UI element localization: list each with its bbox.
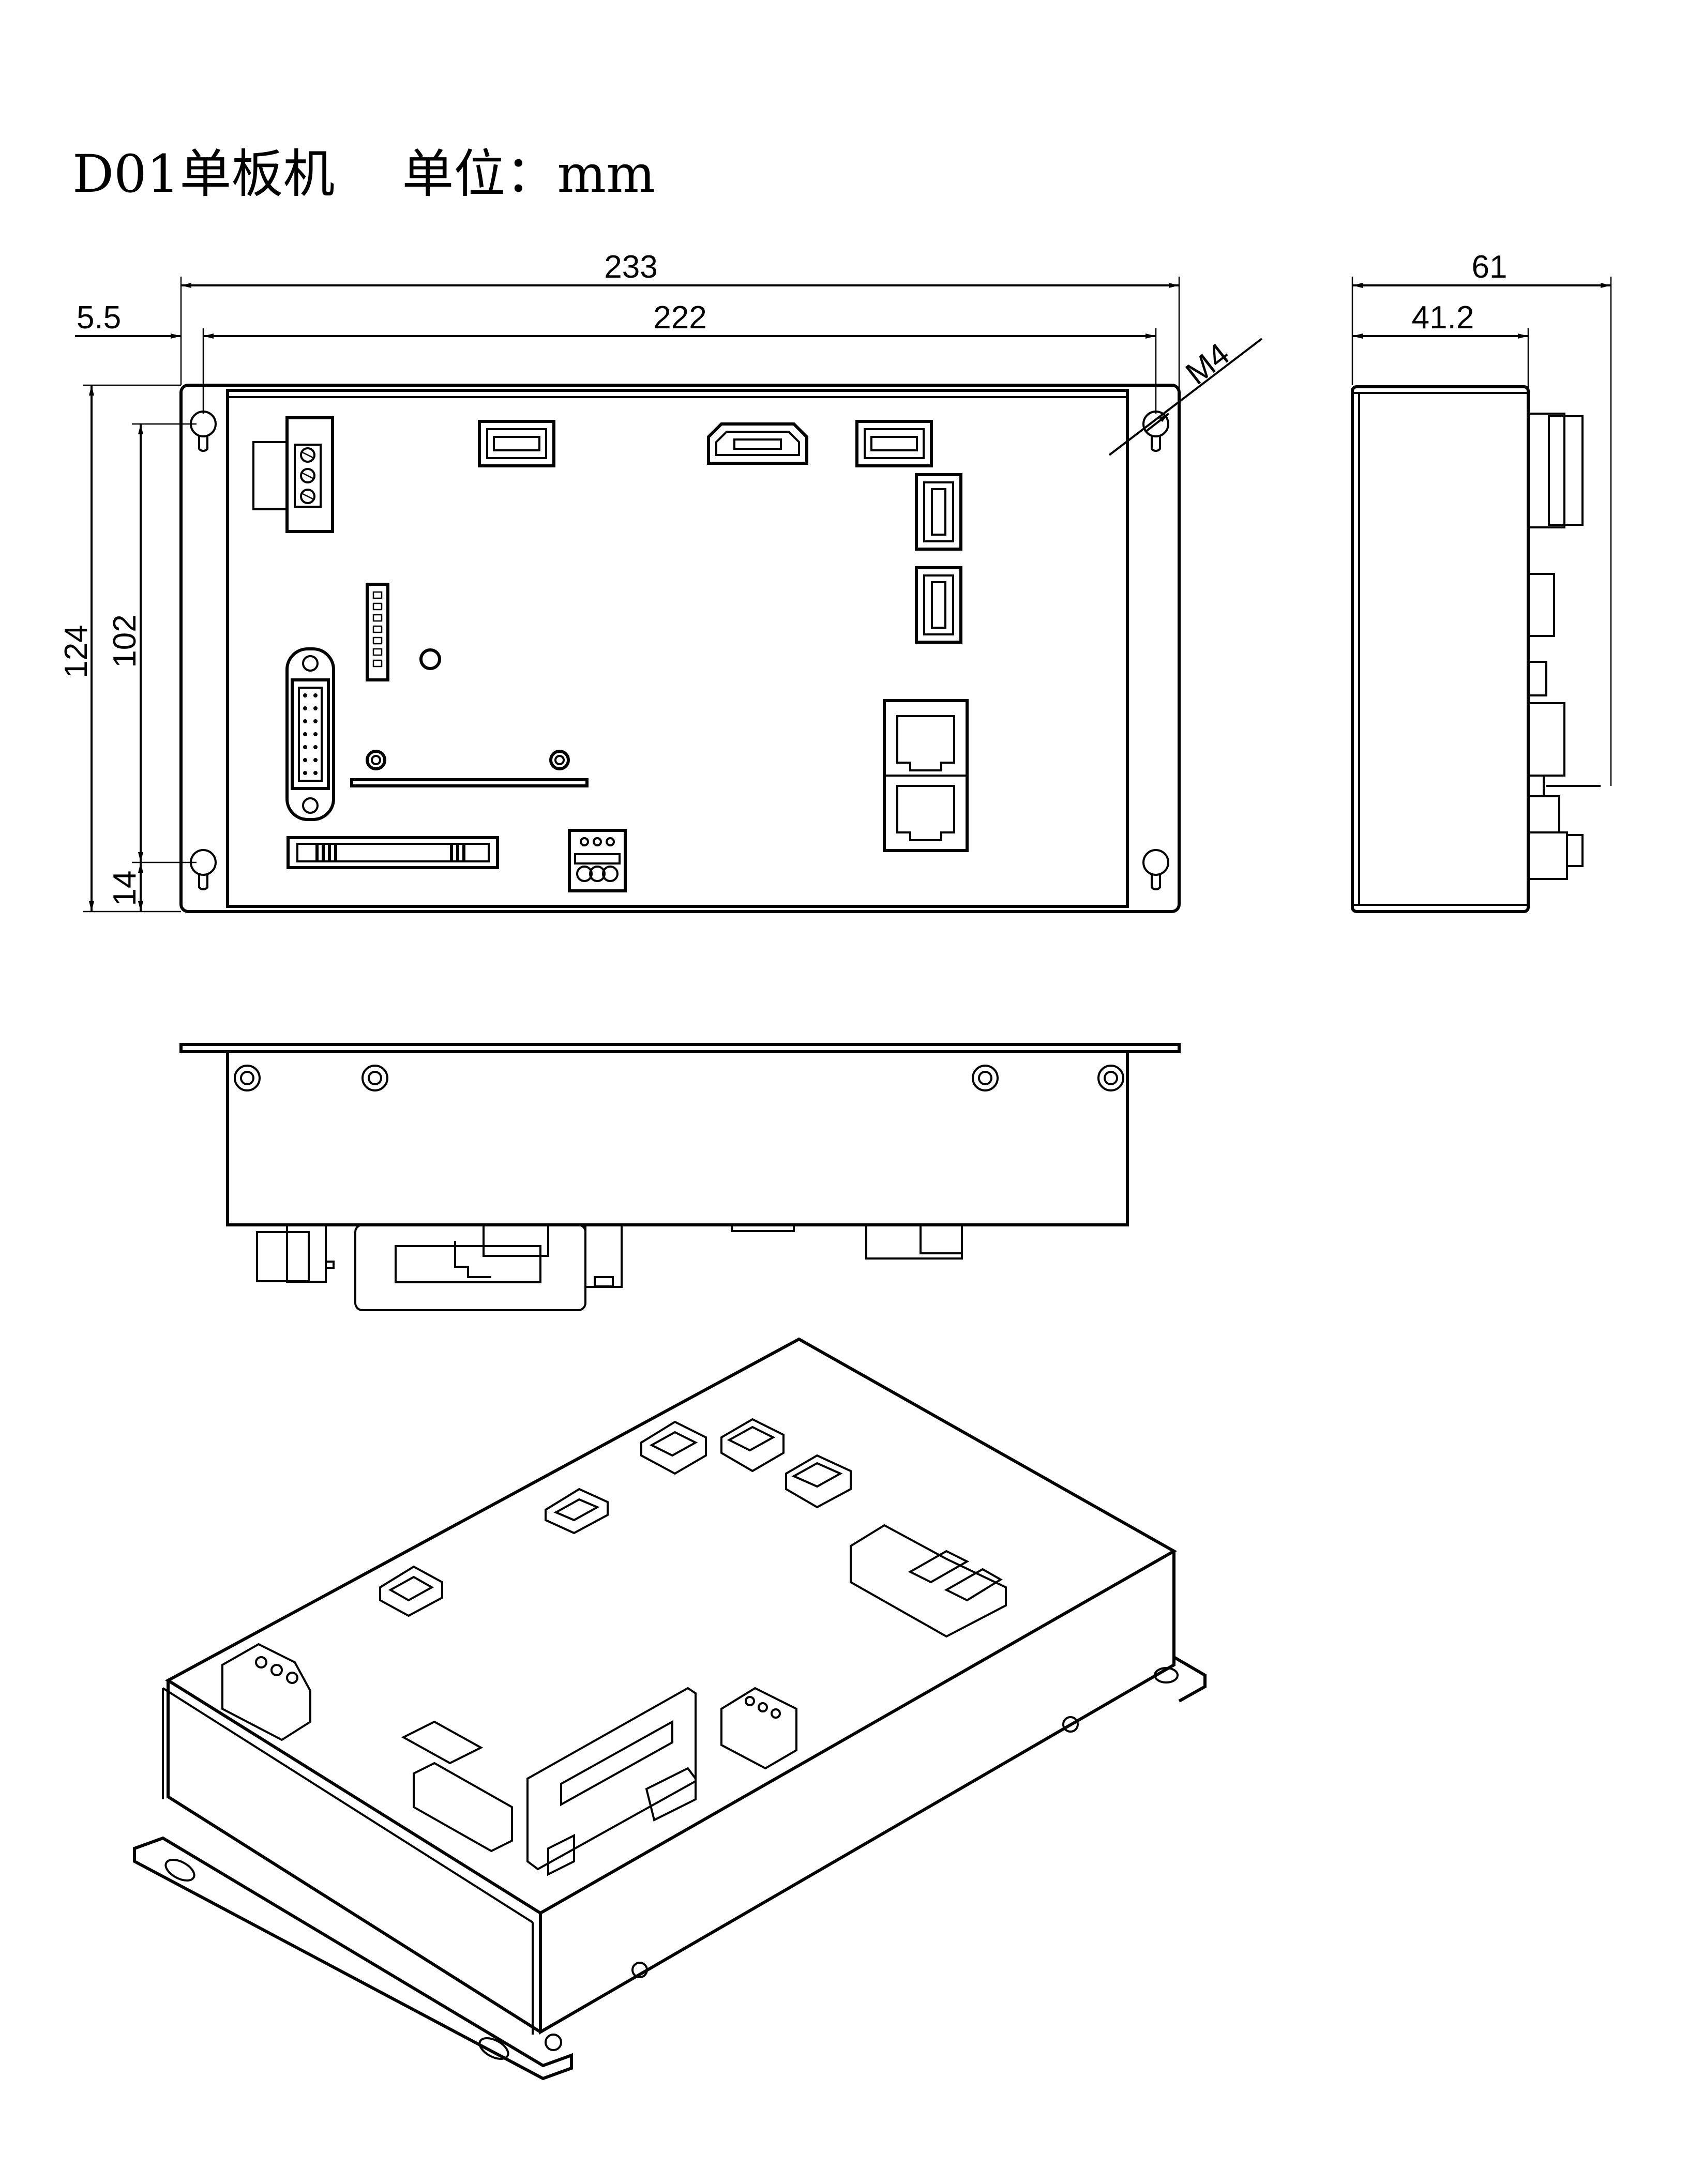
hdmi-port: [707, 422, 808, 465]
drawing-title: D01单板机 单位：mm: [72, 132, 655, 207]
front-view: [179, 384, 1181, 913]
front-view-dimensions: 233 222 5.5 124 102 14 M4: [58, 249, 1263, 913]
dim-hole-offset: 5.5: [77, 300, 121, 336]
isometric-view: [133, 1337, 1207, 2081]
mounting-flange: [179, 384, 1181, 913]
dim-side-body-depth: 41.2: [1412, 300, 1474, 336]
usb-port-2: [855, 420, 933, 467]
pin-header: [366, 583, 389, 681]
card-slot: [350, 778, 589, 787]
enclosure-bottom: [226, 1050, 1129, 1226]
card-holder: [287, 836, 499, 869]
dim-hole-spacing-height: 102: [107, 614, 143, 668]
side-enclosure: [1351, 385, 1530, 913]
dim-side-depth: 61: [1472, 249, 1508, 285]
side-view: 61 41.2: [1351, 249, 1612, 913]
keyhole-slot-bottom-left: [190, 849, 217, 890]
standoff-left: [366, 750, 386, 770]
iso-front-side: [539, 1551, 1175, 2035]
bottom-view: [179, 1043, 1181, 1311]
dim-overall-width: 233: [604, 249, 657, 285]
indicator-led: [419, 648, 441, 670]
keyhole-slot-bottom-right: [1142, 849, 1169, 890]
power-terminal-connector: [252, 416, 334, 533]
dim-hole-spacing-width: 222: [653, 300, 706, 336]
three-pin-terminal: [568, 829, 627, 892]
unit-label: 单位：mm: [402, 144, 656, 204]
iso-flange-left: [133, 1836, 573, 2081]
standoff-right: [549, 750, 570, 770]
model-name: D01单板机: [72, 144, 335, 204]
dim-hole-bottom-offset: 14: [107, 871, 143, 906]
iso-left-side: [167, 1680, 541, 2034]
usb-port-1: [478, 420, 555, 467]
iso-flange-right: [1173, 1656, 1207, 1703]
dim-overall-height: 124: [58, 625, 94, 678]
enclosure-front: [226, 389, 1129, 908]
usb-port-4: [915, 566, 962, 644]
dual-rj45-port: [883, 699, 969, 852]
dim-hole-thread: M4: [1179, 336, 1236, 391]
usb-port-3: [915, 473, 962, 551]
keyhole-slot-top-left: [190, 411, 217, 452]
d-sub-connector: [285, 647, 335, 821]
